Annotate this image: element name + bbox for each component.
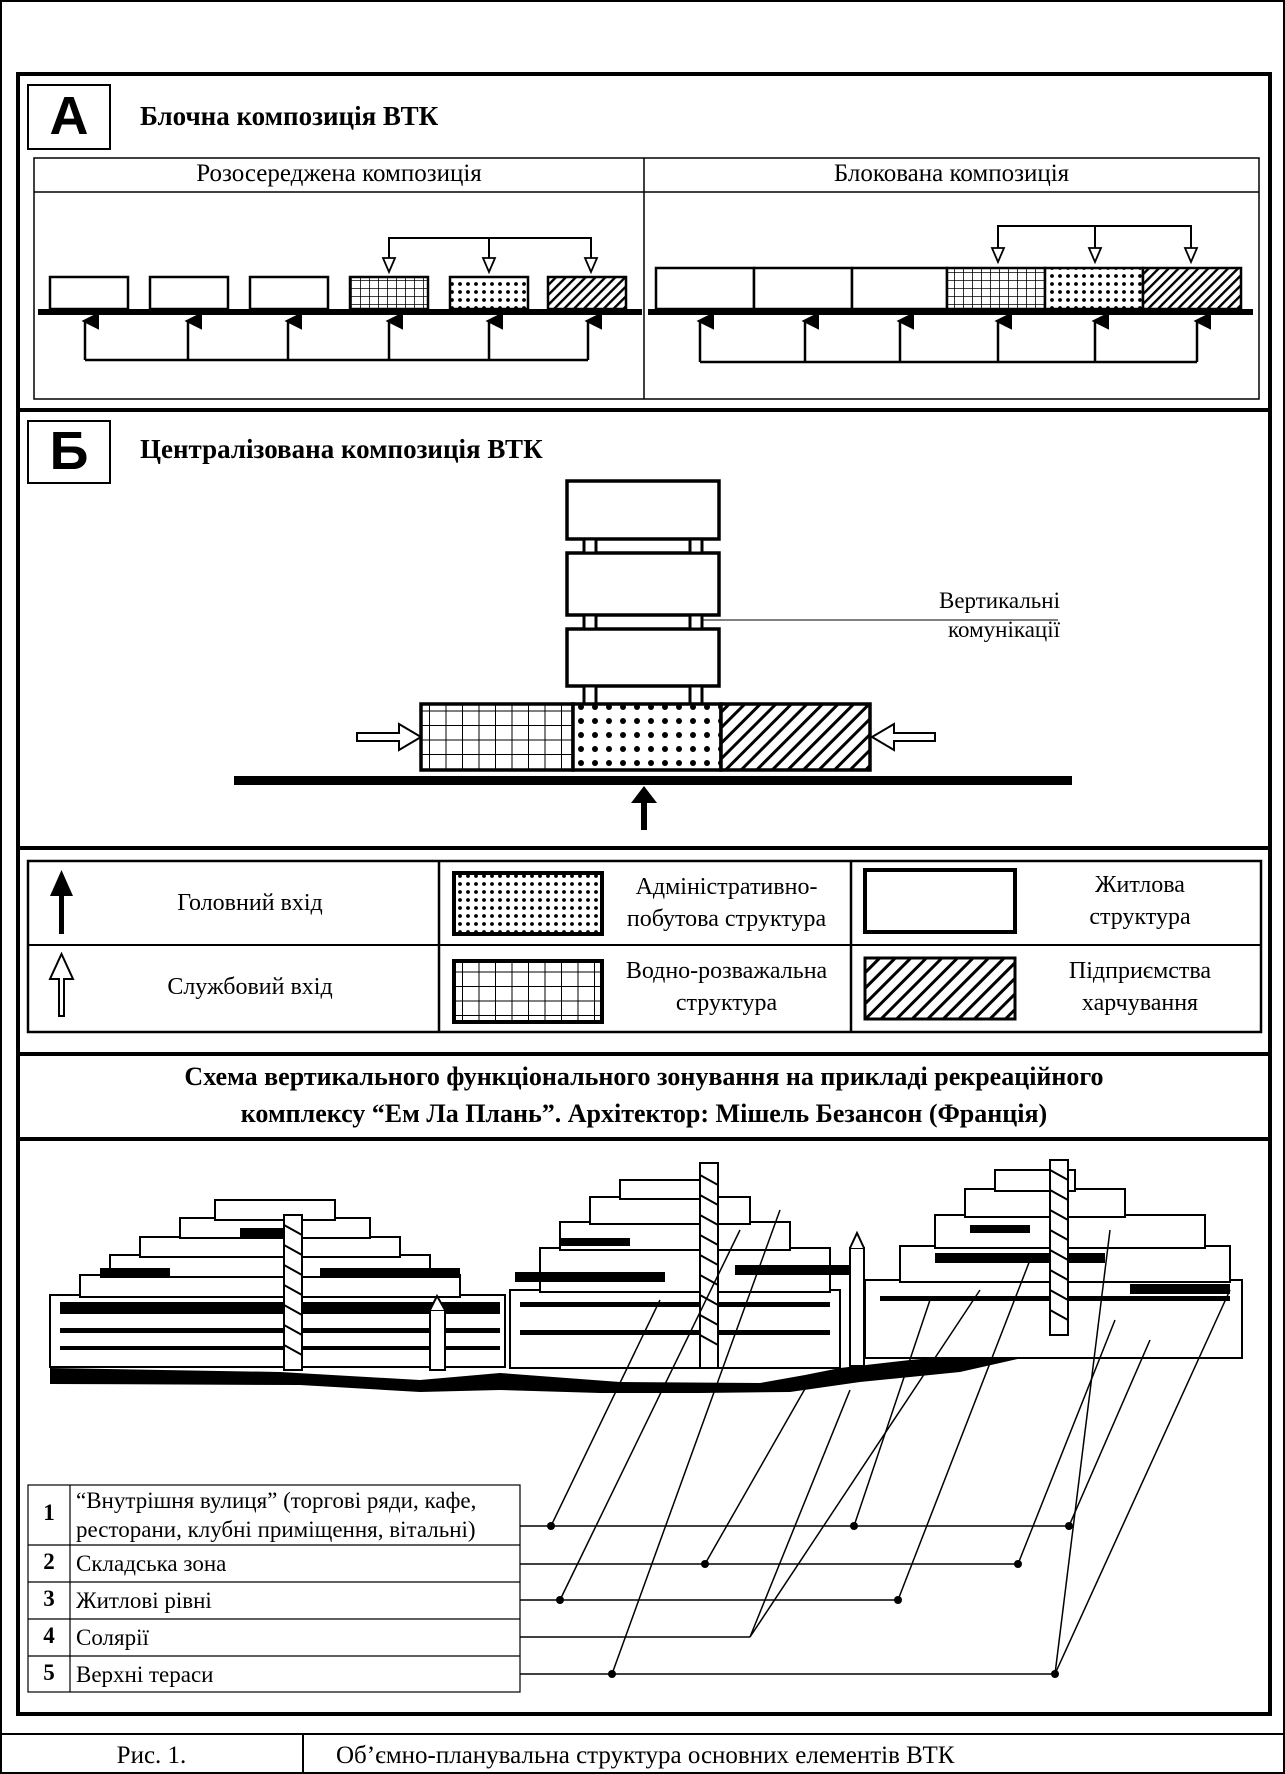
section-b-letter-box — [27, 420, 111, 484]
catering-block — [546, 275, 628, 311]
zone-label: Житлові рівні — [76, 1588, 212, 1613]
housing-block — [565, 551, 721, 617]
water-entertainment-block — [419, 702, 575, 772]
housing-block — [654, 266, 756, 311]
catering-block — [719, 702, 872, 772]
ground-line — [648, 309, 1253, 315]
legend-housing-label-2: структура — [1089, 904, 1191, 930]
legend-main-entrance-label: Головний вхід — [177, 890, 323, 916]
admin-block — [448, 275, 530, 311]
ground-line — [38, 309, 642, 315]
zone-number: 4 — [43, 1623, 55, 1648]
zone-label: Складська зона — [76, 1551, 227, 1576]
water-entertainment-block — [945, 266, 1047, 311]
housing-block — [148, 275, 230, 311]
zone-number: 1 — [43, 1500, 55, 1525]
housing-block — [248, 275, 330, 311]
zone-number: 3 — [43, 1586, 55, 1611]
legend-catering-label-2: харчування — [1081, 990, 1199, 1016]
zone-leader-lines — [520, 1209, 1231, 1675]
section-a-table — [33, 157, 1260, 400]
main-entrance-arrow-icon — [50, 870, 73, 934]
section-a-letter: А — [49, 86, 89, 146]
section-b-title: Централізована композиція ВТК — [140, 434, 543, 464]
legend-admin-label-2: побутова структура — [626, 906, 827, 932]
vertical-communications-label-1: Вертикальні — [938, 588, 1060, 613]
housing-block — [48, 275, 130, 311]
housing-block — [565, 479, 721, 541]
legend-housing-label-1: Житлова — [1095, 872, 1185, 898]
figure-outer-border — [16, 72, 1272, 1716]
ground-line — [234, 776, 1072, 785]
dispersed-composition-heading: Розосереджена композиція — [196, 160, 482, 187]
section-a-title: Блочна композиція ВТК — [140, 101, 439, 131]
vertical-communications-label-2: комунікації — [948, 617, 1060, 642]
admin-swatch — [452, 871, 604, 936]
admin-block — [571, 702, 723, 772]
housing-swatch — [863, 868, 1017, 934]
building-section-drawing — [49, 1159, 1243, 1393]
scheme-title-line-1: Схема вертикального функціонального зону… — [184, 1062, 1104, 1091]
water-entertainment-block — [348, 275, 430, 311]
legend-catering-label-1: Підприємства — [1068, 958, 1212, 984]
zone-number: 5 — [43, 1660, 55, 1685]
scheme-title-line-2: комплексу “Ем Ла Плань”. Архітектор: Міш… — [240, 1099, 1048, 1128]
housing-block — [850, 266, 949, 311]
centralized-composition-diagram — [234, 479, 1072, 830]
service-entrance-arrow-icon — [48, 951, 75, 1017]
blocked-composition-heading: Блокована композиція — [833, 160, 1070, 187]
blocked-composition-diagram — [648, 225, 1253, 364]
legend-water-label-1: Водно-розважальна — [625, 958, 828, 984]
legend-water-label-2: структура — [675, 990, 778, 1016]
section-b-letter: Б — [49, 421, 89, 481]
admin-block — [1043, 266, 1145, 311]
catering-block — [1141, 266, 1243, 311]
figure-caption: Об’ємно-планувальна структура основних е… — [336, 1742, 955, 1769]
figure-label: Рис. 1. — [116, 1742, 187, 1769]
zone-leader-dots — [547, 1522, 1073, 1678]
catering-swatch — [863, 956, 1017, 1021]
zone-number: 2 — [43, 1549, 55, 1574]
zone-label: ресторани, клубні приміщення, вітальні) — [76, 1517, 476, 1542]
housing-block — [565, 627, 721, 688]
dispersed-composition-diagram — [38, 237, 642, 362]
zone-label: Верхні тераси — [76, 1662, 214, 1687]
legend-service-entrance-label: Службовий вхід — [167, 974, 333, 1000]
zone-label: “Внутрішня вулиця” (торгові ряди, кафе, — [76, 1488, 477, 1513]
caption-table — [1, 1733, 1284, 1774]
housing-block — [752, 266, 854, 311]
legend — [26, 859, 1263, 1034]
legend-admin-label-1: Адміністративно- — [635, 874, 818, 900]
zone-label: Солярії — [76, 1625, 149, 1650]
water-entertainment-swatch — [452, 959, 604, 1024]
section-a-letter-box — [27, 84, 111, 150]
zone-table — [27, 1484, 521, 1693]
